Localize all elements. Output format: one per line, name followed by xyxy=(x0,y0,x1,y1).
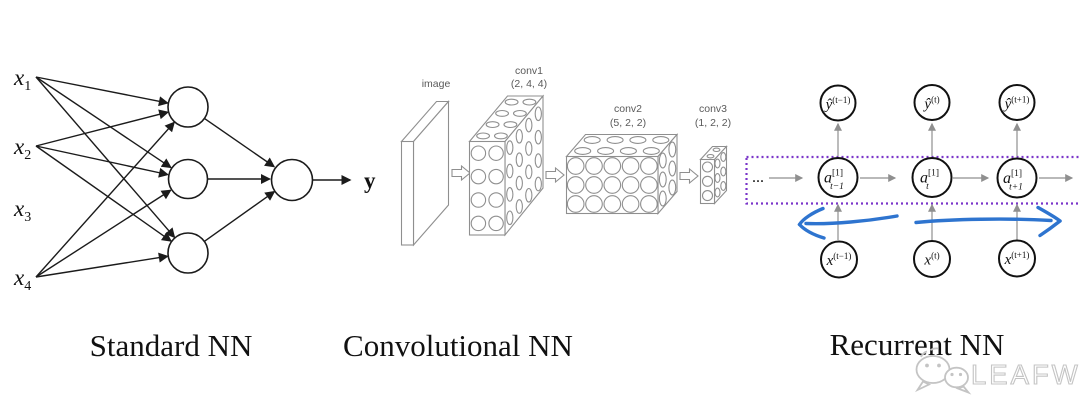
svg-text:ŷ(t−1): ŷ(t−1) xyxy=(824,95,851,113)
hidden-to-output-edges xyxy=(203,117,276,242)
svg-text:x(t−1): x(t−1) xyxy=(826,251,852,269)
input-label-x4: x4 xyxy=(13,265,31,294)
rnn-output-nodes: ŷ(t−1) ŷ(t) ŷ(t+1) xyxy=(819,84,1036,122)
output-label-y: y xyxy=(364,168,376,193)
svg-text:a[1]t+1: a[1]t+1 xyxy=(1003,169,1023,193)
svg-text:a[1]t: a[1]t xyxy=(920,169,939,193)
conv1-dims: (2, 4, 4) xyxy=(511,78,547,90)
input-label-x2: x2 xyxy=(13,134,31,163)
block-arrow xyxy=(451,165,471,181)
conv1-label: conv1 xyxy=(515,65,543,77)
backward-annotation-arrow xyxy=(797,206,899,240)
conv3-dims: (1, 2, 2) xyxy=(695,117,731,129)
recurrent-nn-caption: Recurrent NN xyxy=(830,327,1005,362)
svg-text:x(t): x(t) xyxy=(923,251,939,269)
wechat-icon xyxy=(915,347,972,395)
watermark-text: LEAFW xyxy=(971,359,1080,390)
block-arrow xyxy=(545,167,565,183)
conv2-dims: (5, 2, 2) xyxy=(610,117,646,129)
image-label: image xyxy=(422,78,451,90)
watermark: LEAFW xyxy=(915,347,1080,395)
conv3-block xyxy=(699,145,728,205)
conv3-label: conv3 xyxy=(699,103,727,115)
svg-text:x(t+1): x(t+1) xyxy=(1004,250,1030,268)
standard-nn-caption: Standard NN xyxy=(90,328,253,363)
svg-text:ŷ(t+1): ŷ(t+1) xyxy=(1003,95,1030,113)
input-label-x3: x3 xyxy=(13,196,31,225)
input-label-x1: x1 xyxy=(13,65,31,94)
recurrent-nn-diagram: ... ŷ(t−1) ŷ(t) ŷ(t+1) a[1]t−1 a[1]t a[1… xyxy=(745,84,1080,279)
conv1-block xyxy=(468,94,545,237)
block-arrow xyxy=(679,168,699,184)
hidden-node xyxy=(167,158,209,200)
image-block xyxy=(400,100,450,247)
output-node xyxy=(270,158,314,202)
conv2-block xyxy=(565,133,679,215)
svg-text:a[1]t−1: a[1]t−1 xyxy=(824,169,844,193)
forward-annotation-arrow xyxy=(914,205,1062,238)
rnn-hidden-nodes: a[1]t−1 a[1]t a[1]t+1 xyxy=(817,157,1038,199)
convolutional-nn-diagram: image conv1 (2, 4, 4) xyxy=(400,65,731,247)
ellipsis: ... xyxy=(752,169,764,186)
conv2-label: conv2 xyxy=(614,103,642,115)
input-to-hidden-edges xyxy=(35,76,176,278)
rnn-input-nodes: x(t−1) x(t) x(t+1) xyxy=(820,239,1036,279)
standard-nn-diagram: x1 x2 x3 x4 y xyxy=(13,65,376,294)
svg-text:ŷ(t): ŷ(t) xyxy=(922,95,939,113)
hidden-node xyxy=(167,232,209,274)
hidden-node xyxy=(167,86,209,128)
convolutional-nn-caption: Convolutional NN xyxy=(343,328,573,363)
